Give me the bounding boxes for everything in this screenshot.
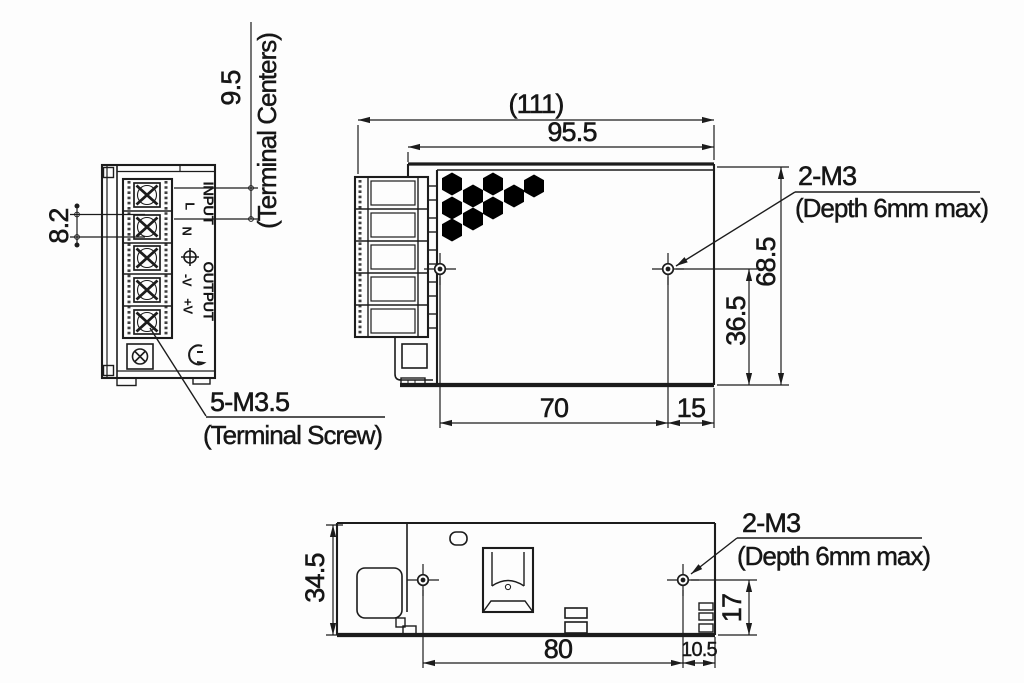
ground-hook-detail bbox=[188, 344, 207, 366]
terminal-centers-note: (Terminal Centers) bbox=[252, 33, 282, 229]
dim-9-5-label: 9.5 bbox=[216, 70, 246, 105]
front-view: INPUT L N OUTPUT -V +V 8.2 bbox=[44, 22, 385, 450]
case-feet bbox=[395, 617, 417, 636]
neutral-terminal-label: N bbox=[180, 227, 195, 236]
output-label: OUTPUT bbox=[200, 261, 217, 321]
side-hole-callout: 2-M3 bbox=[798, 161, 856, 191]
dim-10-5-label: 10.5 bbox=[681, 639, 717, 661]
chassis-screw-icon bbox=[126, 343, 154, 370]
terminal-block bbox=[121, 177, 174, 340]
dim-80-label: 80 bbox=[544, 634, 572, 664]
vent-slot bbox=[564, 607, 588, 619]
terminal-screw-icon bbox=[132, 244, 162, 272]
side-view: (111) 95.5 68.5 36.5 70 15 2-M3 (Depth 6… bbox=[353, 89, 990, 428]
case-foot bbox=[116, 377, 137, 387]
vent-slot bbox=[564, 621, 588, 634]
dim-terminal-offset bbox=[70, 203, 145, 248]
edge-tabs bbox=[698, 602, 714, 633]
vent-hexagons bbox=[442, 172, 544, 242]
terminal-screw-icon bbox=[132, 276, 162, 304]
lower-bracket bbox=[394, 337, 433, 387]
dim-111-label: (111) bbox=[508, 89, 563, 119]
dim-terminal-pitch bbox=[174, 22, 258, 222]
bottom-hole-callout: 2-M3 bbox=[742, 508, 800, 538]
terminal-block-profile bbox=[353, 175, 438, 339]
bottom-view: 34.5 80 10.5 17 2-M3 (Depth 6mm max) bbox=[300, 508, 932, 668]
dim-lines-bottom bbox=[326, 524, 922, 668]
terminal-screw-callout: 5-M3.5 bbox=[210, 387, 289, 417]
v-minus-label: -V bbox=[180, 274, 195, 287]
dim-95-5-label: 95.5 bbox=[547, 117, 596, 147]
dim-8-2-label: 8.2 bbox=[44, 208, 74, 243]
terminal-housing-outline bbox=[356, 567, 403, 619]
dim-36-5-label: 36.5 bbox=[721, 296, 751, 345]
dim-lines-side bbox=[357, 116, 980, 428]
terminal-screw-icon bbox=[132, 213, 162, 241]
bottom-hole-note: (Depth 6mm max) bbox=[737, 541, 930, 571]
input-label: INPUT bbox=[200, 181, 217, 224]
terminal-screw-note: (Terminal Screw) bbox=[203, 420, 382, 450]
case-foot bbox=[102, 364, 115, 377]
vent-slot bbox=[449, 531, 468, 546]
terminal-screw-leader bbox=[149, 327, 385, 418]
earth-ground-icon bbox=[181, 248, 199, 266]
dim-17-label: 17 bbox=[717, 594, 747, 622]
v-plus-label: +V bbox=[181, 298, 196, 314]
line-terminal-label: L bbox=[183, 202, 198, 210]
case-foot bbox=[102, 166, 115, 179]
side-hole-note: (Depth 6mm max) bbox=[795, 193, 988, 223]
case-foot bbox=[192, 377, 211, 385]
terminal-screw-icon bbox=[132, 308, 162, 336]
dim-68-5-label: 68.5 bbox=[751, 237, 781, 286]
dim-70-label: 70 bbox=[540, 393, 568, 423]
dim-34-5-label: 34.5 bbox=[300, 553, 330, 602]
dim-15-label: 15 bbox=[677, 393, 705, 423]
terminal-screw-icon bbox=[132, 181, 162, 209]
fuse-holder-detail bbox=[481, 546, 535, 614]
